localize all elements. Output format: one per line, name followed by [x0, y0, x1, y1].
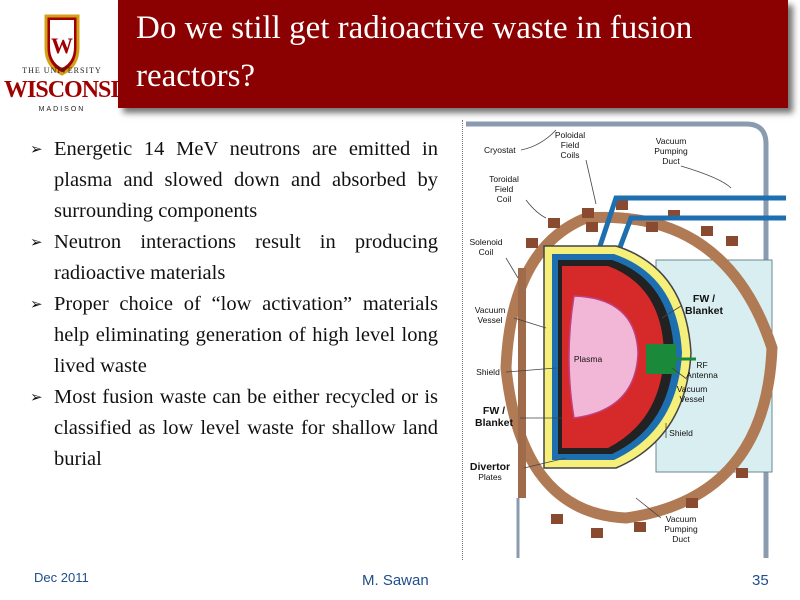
poloidal-coils	[526, 200, 748, 538]
label-fw-right: FW /	[693, 293, 715, 305]
title-bar: Do we still get radioactive waste in fus…	[118, 0, 788, 108]
fusion-reactor-diagram: Cryostat Poloidal Field Coils Vacuum Pum…	[466, 121, 786, 558]
arrow-bullet-icon: ➢	[30, 295, 43, 313]
arrow-bullet-icon: ➢	[30, 140, 43, 158]
bullet-item: ➢ Proper choice of “low activation” mater…	[30, 289, 438, 382]
svg-text:Blanket: Blanket	[685, 305, 723, 317]
bullet-text: Energetic 14 MeV neutrons are emitted in…	[54, 138, 438, 222]
logo-university-line: THE UNIVERSITY	[22, 66, 102, 75]
svg-text:Duct: Duct	[662, 156, 680, 166]
rf-antenna	[646, 344, 676, 374]
crest-icon: W	[44, 14, 80, 76]
label-solenoid: Solenoid	[469, 237, 502, 247]
svg-text:Field: Field	[495, 184, 514, 194]
svg-text:Blanket: Blanket	[475, 417, 513, 429]
crest-letter: W	[51, 33, 73, 58]
label-plasma: Plasma	[574, 354, 603, 364]
logo-madison: MADISON	[38, 106, 86, 113]
bullet-item: ➢ Most fusion waste can be either recycle…	[30, 382, 438, 475]
svg-text:Pumping: Pumping	[664, 524, 698, 534]
svg-text:Vessel: Vessel	[477, 315, 502, 325]
footer-date: Dec 2011	[34, 570, 89, 585]
label-vpd-top: Vacuum	[656, 136, 687, 146]
bullet-text: Neutron interactions result in producing…	[54, 231, 438, 284]
svg-text:Coils: Coils	[561, 150, 580, 160]
bullet-item: ➢ Neutron interactions result in producin…	[30, 227, 438, 289]
label-vpd-bottom: Vacuum	[666, 514, 697, 524]
label-divertor-sub: Plates	[478, 472, 502, 482]
arrow-bullet-icon: ➢	[30, 233, 43, 251]
label-divertor: Divertor	[470, 461, 510, 473]
svg-text:Duct: Duct	[672, 534, 690, 544]
svg-text:Pumping: Pumping	[654, 146, 688, 156]
solenoid-coil	[518, 268, 526, 498]
bullet-text: Proper choice of “low activation” materi…	[54, 293, 438, 377]
logo-wisconsin: WISCONSIN	[4, 77, 136, 103]
arrow-bullet-icon: ➢	[30, 388, 43, 406]
svg-text:Coil: Coil	[497, 194, 512, 204]
bullet-text: Most fusion waste can be either recycled…	[54, 386, 438, 470]
label-shield-left: Shield	[476, 367, 500, 377]
cryostat-wall	[466, 121, 769, 558]
label-toroidal: Toroidal	[489, 174, 519, 184]
svg-text:Field: Field	[561, 140, 580, 150]
label-shield-right: Shield	[669, 428, 693, 438]
svg-text:Antenna: Antenna	[686, 370, 718, 380]
footer-author: M. Sawan	[362, 572, 429, 589]
svg-text:Vessel: Vessel	[679, 394, 704, 404]
label-poloidal: Poloidal	[555, 130, 585, 140]
plasma	[568, 295, 639, 419]
page-number: 35	[752, 572, 769, 589]
column-divider	[462, 120, 463, 560]
toroidal-coil	[500, 211, 778, 524]
label-cryostat: Cryostat	[484, 145, 516, 155]
slide-title: Do we still get radioactive waste in fus…	[136, 10, 693, 94]
label-rf: RF	[696, 360, 707, 370]
bullet-item: ➢ Energetic 14 MeV neutrons are emitted i…	[30, 134, 438, 227]
bullet-list: ➢ Energetic 14 MeV neutrons are emitted i…	[30, 134, 438, 475]
label-fw-left: FW /	[483, 405, 505, 417]
svg-text:Coil: Coil	[479, 247, 494, 257]
label-vv-right: Vacuum	[677, 384, 708, 394]
label-vv-left: Vacuum	[475, 305, 506, 315]
